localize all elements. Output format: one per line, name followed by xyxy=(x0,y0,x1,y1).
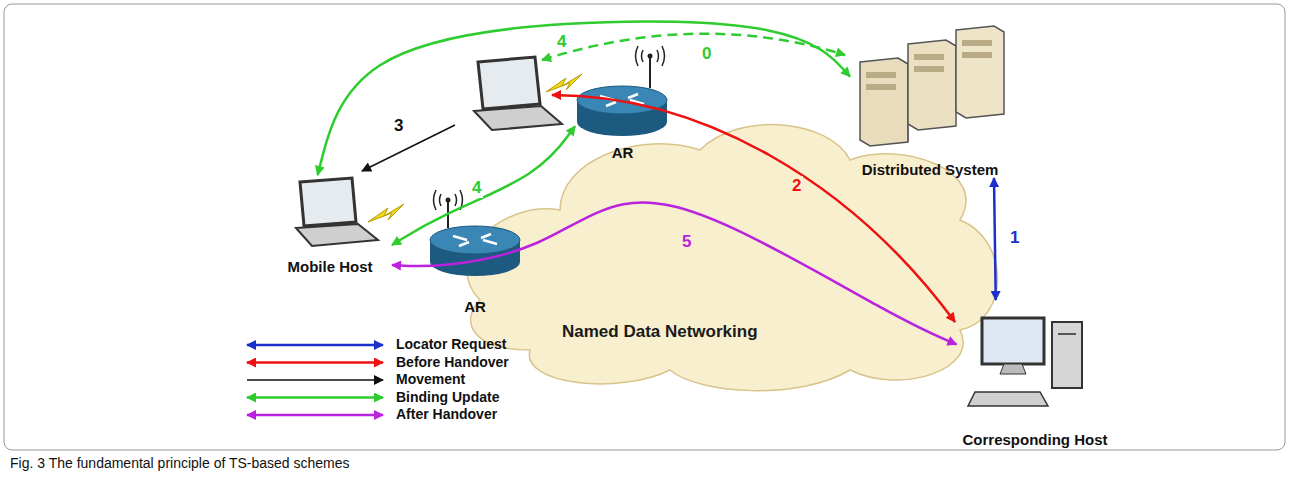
node-label: Distributed System xyxy=(860,162,1001,179)
desktop-icon xyxy=(1058,333,1076,335)
server-icon xyxy=(866,72,896,78)
layout-arrow xyxy=(362,125,455,171)
legend-label: Movement xyxy=(396,371,465,387)
callout-number: 5 xyxy=(680,232,693,252)
server-icon xyxy=(914,54,944,60)
server-icon xyxy=(866,84,896,90)
legend-label: Before Handover xyxy=(396,354,509,370)
callout-number: 4 xyxy=(470,178,483,198)
legend-label: Locator Request xyxy=(396,336,506,352)
laptop-icon xyxy=(478,57,540,109)
legend-sample xyxy=(247,379,383,381)
router-icon xyxy=(649,56,651,88)
callout-number: 1 xyxy=(1008,228,1021,248)
legend-sample xyxy=(247,344,383,347)
legend-label: After Handover xyxy=(396,406,497,422)
legend-sample xyxy=(247,396,383,399)
laptop-icon xyxy=(474,106,562,130)
legend-sample xyxy=(247,414,383,417)
laptop-icon xyxy=(300,178,356,226)
router-icon xyxy=(430,226,520,254)
server-icon xyxy=(962,52,992,58)
wireless-bolt xyxy=(368,204,404,222)
corresponding-host: Corresponding Host xyxy=(957,300,1114,448)
router-icon xyxy=(636,46,665,66)
desktop-icon xyxy=(1052,322,1082,388)
router-icon xyxy=(453,236,467,240)
access-router: AR xyxy=(575,45,670,161)
desktop-icon xyxy=(968,392,1048,406)
router-icon xyxy=(481,234,491,238)
server-icon xyxy=(898,58,908,142)
router-icon xyxy=(459,242,469,246)
router-icon xyxy=(628,94,638,98)
router-icon xyxy=(434,190,463,210)
legend-label: Binding Update xyxy=(396,389,499,405)
server-icon xyxy=(908,40,956,130)
layout-arrow xyxy=(552,95,955,322)
router-icon xyxy=(453,234,497,246)
server-icon xyxy=(860,26,1004,146)
server-icon xyxy=(956,26,1004,118)
distributed-system: Distributed System xyxy=(850,22,1010,178)
figure-caption: Fig. 3 The fundamental principle of TS-b… xyxy=(10,455,350,471)
wireless-bolt xyxy=(368,74,582,222)
node-label: AR xyxy=(610,145,636,162)
figure-frame xyxy=(4,4,1285,450)
laptop-icon xyxy=(474,57,562,130)
connector-arrow xyxy=(318,21,850,175)
server-icon xyxy=(860,58,908,146)
desktop-icon xyxy=(968,318,1082,406)
router-icon xyxy=(577,46,667,136)
legend-sample xyxy=(247,345,383,415)
callout-number: 3 xyxy=(392,116,405,136)
router-icon xyxy=(483,240,497,244)
callout-number: 2 xyxy=(790,176,803,196)
server-icon xyxy=(914,66,944,72)
router-icon xyxy=(446,198,451,203)
node-label: AR xyxy=(462,299,488,316)
router-icon xyxy=(648,54,653,59)
connector-arrow xyxy=(994,178,996,300)
layout-arrow xyxy=(362,34,955,322)
mobile-host: Mobile Host xyxy=(268,175,392,275)
layout-arrow xyxy=(542,34,845,60)
node-label: Mobile Host xyxy=(286,259,375,276)
server-icon xyxy=(962,40,992,46)
wireless-bolt xyxy=(546,74,582,92)
callout-number: 4 xyxy=(555,32,568,52)
network-label: Named Data Networking xyxy=(562,322,758,342)
callout-number: 0 xyxy=(700,44,713,64)
desktop-icon xyxy=(1000,364,1026,374)
laptop-icon xyxy=(296,224,378,246)
legend-sample xyxy=(247,361,383,364)
router-icon xyxy=(430,190,520,276)
node-label: Corresponding Host xyxy=(961,432,1110,449)
desktop-icon xyxy=(982,318,1044,364)
connector-arrow xyxy=(392,126,575,245)
connector-arrow xyxy=(392,202,957,344)
laptop-icon xyxy=(296,178,378,246)
router-icon xyxy=(606,102,616,106)
access-router: AR xyxy=(420,185,530,315)
